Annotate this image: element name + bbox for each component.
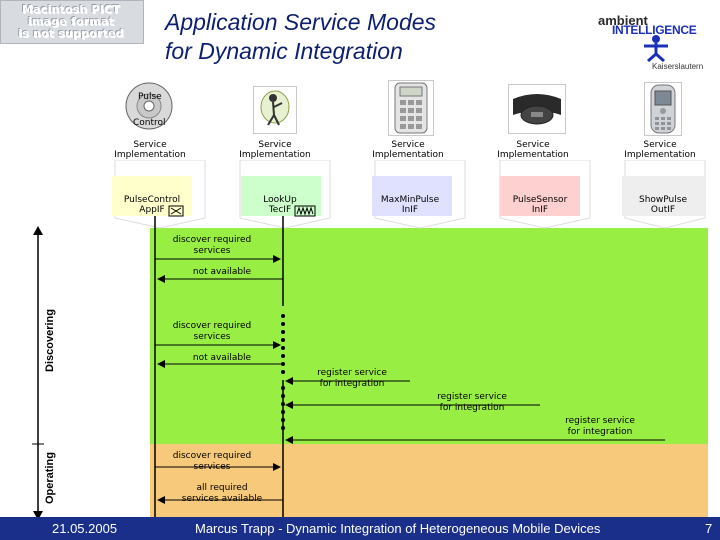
service-impl-4: Service Implementation (478, 140, 588, 160)
logo-figure-icon (644, 35, 668, 62)
unsupported-image-placeholder (0, 0, 144, 44)
msg-discover-1: discover required services (162, 235, 262, 257)
phase-bracket-arrows (32, 226, 44, 520)
device-phone (644, 82, 682, 136)
iface-4-line-1: PulseSensor (512, 195, 568, 205)
iface-5-line-1: ShowPulse (639, 195, 687, 205)
cd-label-bottom: Control (133, 118, 166, 128)
interface-3: MaxMinPulse InIF (365, 195, 455, 215)
impl-1-line-1: Service (133, 140, 167, 150)
msg5-line-1: register service (317, 368, 387, 378)
impl-4-line-2: Implementation (497, 150, 569, 160)
impl-5-line-2: Implementation (624, 150, 696, 160)
iface-4-line-2: InIF (531, 205, 549, 215)
msg6-line-2: for integration (439, 403, 505, 413)
msg1-line-2: services (193, 246, 231, 256)
notice-line-3: is not supported (18, 27, 124, 40)
iface-2-line-1: LookUp (263, 195, 297, 205)
interface-2-symbol-icon (294, 205, 316, 217)
iface-3-line-1: MaxMinPulse (380, 195, 440, 205)
device-pulse-control (120, 82, 178, 130)
impl-1-line-2: Implementation (114, 150, 186, 160)
footer-author-title: Marcus Trapp - Dynamic Integration of He… (195, 521, 601, 536)
impl-3-line-1: Service (391, 140, 425, 150)
cd-label-top: Pulse (138, 92, 162, 102)
msg9-line-1: all required (196, 483, 248, 493)
footer-date: 21.05.2005 (52, 521, 118, 536)
msg3-line-2: services (193, 332, 231, 342)
device-pulse-sensor (508, 84, 566, 134)
logo-intelligence: INTELLIGENCE (612, 23, 697, 37)
logo-subtitle: Kaiserslautern (652, 62, 704, 71)
phone-icon (650, 84, 676, 134)
interface-5: ShowPulse OutIF (618, 195, 708, 215)
lifeline-dots (281, 314, 285, 430)
operating-band (150, 444, 708, 517)
impl-3-line-2: Implementation (372, 150, 444, 160)
interface-box-4 (500, 176, 580, 216)
footer-bar (0, 517, 720, 540)
slide-title: Application Service Modes for Dynamic In… (165, 8, 565, 66)
msg3-line-1: discover required (172, 321, 252, 331)
cd-disc-icon (125, 82, 173, 130)
msg-register-1: register service for integration (302, 368, 402, 390)
impl-2-line-1: Service (258, 140, 292, 150)
msg-not-available-1: not available (172, 267, 272, 278)
msg-discover-3: discover required services (162, 451, 262, 473)
device-keypad (388, 80, 434, 136)
iface-2-line-2: TecIF (268, 205, 292, 215)
interface-1: PulseControl AppIF (107, 195, 197, 215)
impl-2-line-2: Implementation (239, 150, 311, 160)
service-impl-1: Service Implementation (95, 140, 205, 160)
interface-4: PulseSensor InIF (495, 195, 585, 215)
msg2-line-1: not available (192, 267, 252, 277)
device-lookup (253, 86, 297, 134)
interface-box-3 (372, 176, 452, 216)
service-impl-2: Service Implementation (220, 140, 330, 160)
msg-register-3: register service for integration (550, 416, 650, 438)
logo-ambient: ambient (598, 13, 648, 28)
keypad-icon (394, 82, 428, 134)
service-impl-3: Service Implementation (353, 140, 463, 160)
interface-1-symbol-icon (168, 205, 184, 217)
msg5-line-2: for integration (319, 379, 385, 389)
interface-2: LookUp TecIF (235, 195, 325, 215)
msg-all-available: all required services available (172, 483, 272, 505)
msg7-line-1: register service (565, 416, 635, 426)
iface-5-line-2: OutIF (650, 205, 676, 215)
msg8-line-2: services (193, 462, 231, 472)
msg7-line-2: for integration (567, 427, 633, 437)
interface-box-5 (622, 176, 706, 216)
title-line-1: Application Service Modes (165, 9, 437, 35)
discovering-band (150, 228, 708, 444)
service-impl-5: Service Implementation (605, 140, 715, 160)
msg-discover-2: discover required services (162, 321, 262, 343)
impl-4-line-1: Service (516, 140, 550, 150)
iface-3-line-2: InIF (401, 205, 419, 215)
footer-page-number: 7 (705, 521, 713, 536)
title-line-2: for Dynamic Integration (165, 38, 403, 64)
msg8-line-1: discover required (172, 451, 252, 461)
msg-register-2: register service for integration (422, 392, 522, 414)
operating-label-area (28, 444, 150, 517)
notice-line-1: Macintosh PICT (21, 3, 121, 16)
impl-5-line-1: Service (643, 140, 677, 150)
msg9-line-2: services available (181, 494, 263, 504)
lookup-figure-icon (260, 90, 290, 126)
iface-1-line-2: AppIF (139, 205, 165, 215)
msg6-line-1: register service (437, 392, 507, 402)
msg1-line-1: discover required (172, 235, 252, 245)
notice-line-2: image format (27, 15, 115, 28)
unsupported-image-notice: Macintosh PICT image format is not suppo… (2, 4, 140, 40)
discovering-label-area (28, 228, 150, 444)
iface-1-line-1: PulseControl (123, 195, 181, 205)
msg-not-available-2: not available (172, 353, 272, 364)
chest-strap-icon (513, 94, 561, 125)
msg4-line-1: not available (192, 353, 252, 363)
